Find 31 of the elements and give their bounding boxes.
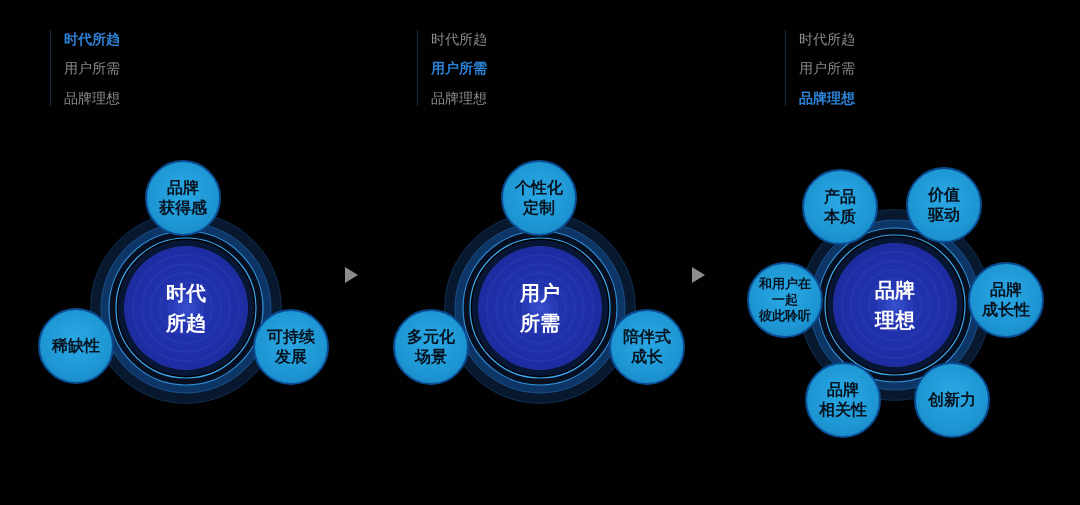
topic-label: 可持续发展 [267,327,315,367]
active-menu-item: 品牌理想 [799,89,855,108]
topic-circle [968,262,1044,338]
core-circle [833,243,957,367]
core-circle [124,246,248,370]
core-circle [478,246,602,370]
menu-item: 用户所需 [64,59,120,78]
topic-label: 产品本质 [824,187,856,227]
core-label: 品牌理想 [875,277,915,334]
topic-label: 稀缺性 [52,336,100,356]
active-menu-item: 用户所需 [431,59,487,78]
menu-item: 时代所趋 [799,30,855,49]
menu-item: 品牌理想 [431,89,487,108]
topic-circle [145,160,221,236]
menu-item: 时代所趋 [431,30,487,49]
topic-label: 品牌成长性 [982,280,1030,320]
active-menu-item: 时代所趋 [64,30,120,49]
topic-label: 陪伴式成长 [623,327,671,367]
topic-label: 价值驱动 [928,185,960,225]
topic-label: 和用户在一起彼此聆听 [759,276,811,324]
core-label: 时代所趋 [166,280,206,337]
topic-label: 品牌相关性 [819,380,867,420]
topic-label: 创新力 [928,390,976,410]
topic-circle [501,160,577,236]
core-label: 用户所需 [520,280,560,337]
topic-label: 品牌获得感 [159,178,207,218]
menu-item: 品牌理想 [64,89,120,108]
topic-label: 多元化场景 [407,327,455,367]
topic-circle [747,262,823,338]
topic-label: 个性化定制 [515,178,563,218]
menu-item: 用户所需 [799,59,855,78]
